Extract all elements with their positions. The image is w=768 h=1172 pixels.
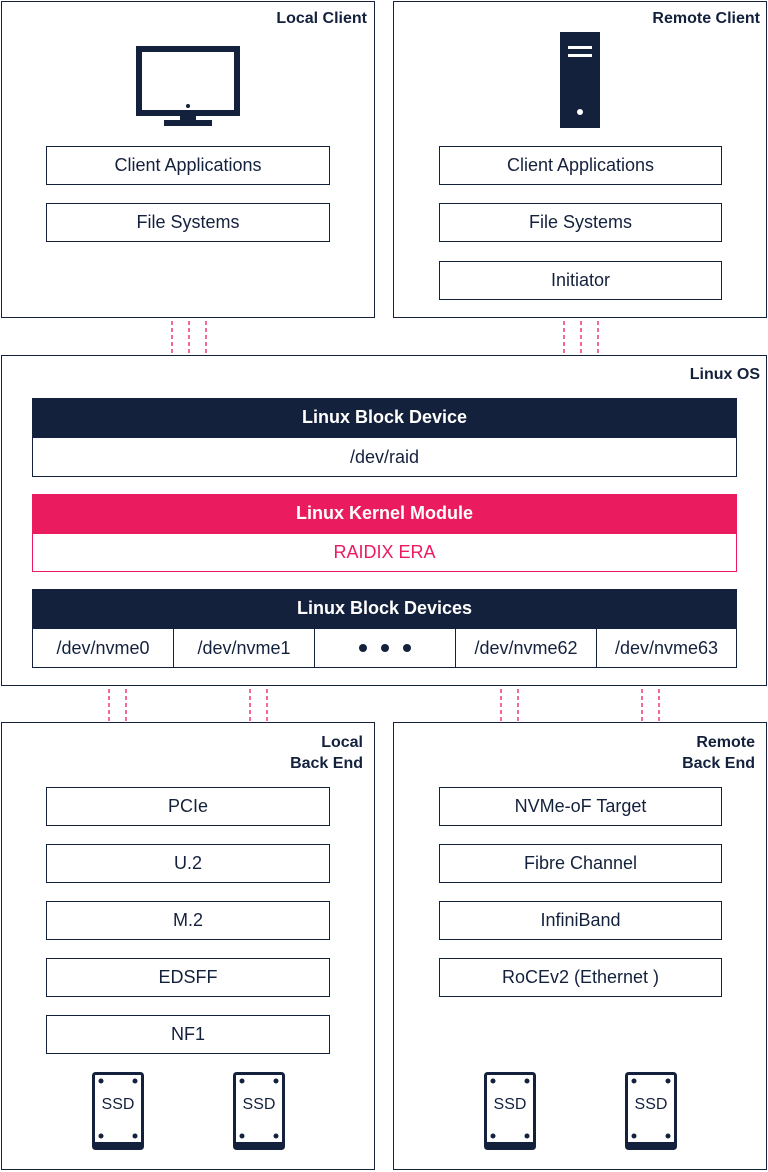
- dev-raid-cell: /dev/raid: [32, 437, 737, 477]
- fibre-channel-interface: Fibre Channel: [439, 844, 722, 883]
- edsff-interface: EDSFF: [46, 958, 330, 997]
- ssd-drive-icon: [625, 1072, 677, 1150]
- linux-block-device-header: Linux Block Device: [32, 398, 737, 437]
- ssd-label: SSD: [101, 1096, 135, 1113]
- initiator-layer: Initiator: [439, 261, 722, 300]
- u2-interface: U.2: [46, 844, 330, 883]
- remote-client-title: Remote Client: [652, 10, 760, 27]
- ssd-drive-icon: [233, 1072, 285, 1150]
- ssd-label: SSD: [242, 1096, 276, 1113]
- raidix-era-cell: RAIDIX ERA: [32, 533, 737, 572]
- nvme-of-target-interface: NVMe-oF Target: [439, 787, 722, 826]
- dev-nvme0-cell: /dev/nvme0: [32, 628, 174, 668]
- dev-nvme62-cell: /dev/nvme62: [455, 628, 597, 668]
- dev-nvme63-cell: /dev/nvme63: [596, 628, 737, 668]
- ssd-drive-icon: [92, 1072, 144, 1150]
- dev-nvme1-cell: /dev/nvme1: [173, 628, 315, 668]
- m2-interface: M.2: [46, 901, 330, 940]
- pcie-interface: PCIe: [46, 787, 330, 826]
- remote-ssd-drive-1: SSD: [484, 1072, 536, 1150]
- infiniband-interface: InfiniBand: [439, 901, 722, 940]
- local-client-applications-layer: Client Applications: [46, 146, 330, 185]
- remote-file-systems-layer: File Systems: [439, 203, 722, 242]
- monitor-icon: [136, 46, 240, 126]
- ssd-drive-icon: [484, 1072, 536, 1150]
- ellipsis-icon: [359, 644, 411, 652]
- remote-back-end-title: Remote Back End: [682, 734, 755, 772]
- local-ssd-drive-2: SSD: [233, 1072, 285, 1150]
- ssd-label: SSD: [634, 1096, 668, 1113]
- linux-os-title: Linux OS: [689, 366, 760, 383]
- linux-kernel-module-header: Linux Kernel Module: [32, 494, 737, 533]
- ellipsis-cell: [314, 628, 456, 668]
- server-tower-icon: [560, 32, 600, 128]
- linux-block-devices-header: Linux Block Devices: [32, 589, 737, 628]
- nf1-interface: NF1: [46, 1015, 330, 1054]
- local-file-systems-layer: File Systems: [46, 203, 330, 242]
- ssd-label: SSD: [493, 1096, 527, 1113]
- local-back-end-title: Local Back End: [290, 734, 363, 772]
- remote-client-applications-layer: Client Applications: [439, 146, 722, 185]
- local-client-title: Local Client: [276, 10, 367, 27]
- rocev2-ethernet-interface: RoCEv2 (Ethernet ): [439, 958, 722, 997]
- local-ssd-drive-1: SSD: [92, 1072, 144, 1150]
- remote-ssd-drive-2: SSD: [625, 1072, 677, 1150]
